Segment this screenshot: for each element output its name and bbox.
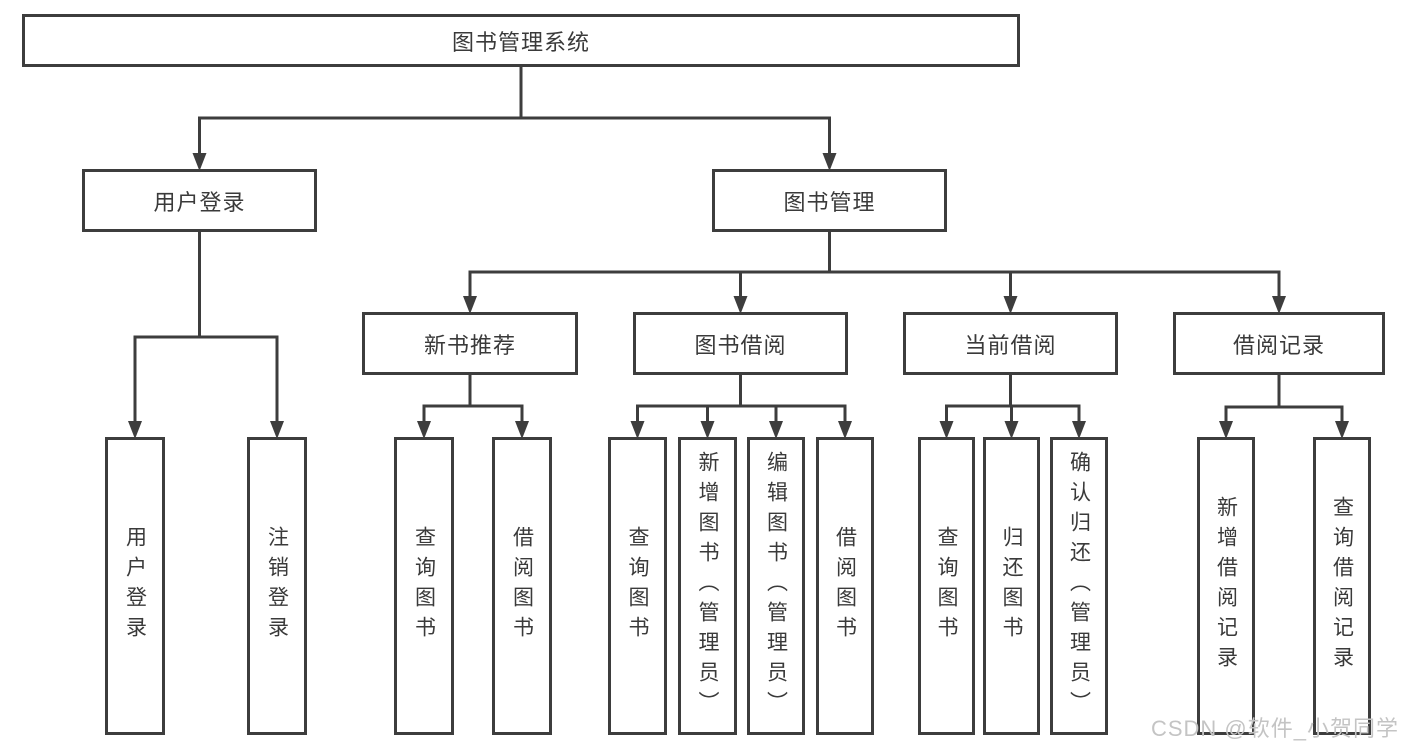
node-label: 图书借阅 xyxy=(694,332,787,358)
diagram-node-rec: 新书推荐 xyxy=(362,312,578,375)
diagram-node-leaf_logout: 注销登录 xyxy=(247,437,307,735)
node-label: 新书推荐 xyxy=(423,332,516,358)
node-label: 注销登录 xyxy=(265,526,289,646)
diagram-node-mgmt: 图书管理 xyxy=(712,169,947,232)
node-label: 借阅图书 xyxy=(833,526,857,646)
diagram-node-leaf_return_book: 归还图书 xyxy=(983,437,1040,735)
node-label: 用户登录 xyxy=(123,526,147,646)
diagram-node-current: 当前借阅 xyxy=(903,312,1118,375)
diagram-node-sys: 图书管理系统 xyxy=(22,14,1020,67)
node-label: 借阅图书 xyxy=(510,526,534,646)
node-label: 用户登录 xyxy=(153,189,246,215)
node-label: 新增借阅记录 xyxy=(1214,496,1238,676)
diagram-node-leaf_query_record: 查询借阅记录 xyxy=(1313,437,1371,735)
node-label: 编辑图书（管理员） xyxy=(764,451,788,721)
node-label: 查询借阅记录 xyxy=(1330,496,1354,676)
node-label: 查询图书 xyxy=(412,526,436,646)
node-label: 新增图书（管理员） xyxy=(696,451,719,721)
diagram-node-leaf_user_login: 用户登录 xyxy=(105,437,165,735)
diagram-node-leaf_edit_book: 编辑图书（管理员） xyxy=(747,437,805,735)
node-label: 图书管理 xyxy=(783,189,876,215)
node-label: 借阅记录 xyxy=(1232,332,1325,358)
diagram-node-leaf_borrow_new: 借阅图书 xyxy=(492,437,552,735)
diagram-node-leaf_confirm_ret: 确认归还（管理员） xyxy=(1050,437,1108,735)
diagram-node-leaf_query_new: 查询图书 xyxy=(394,437,454,735)
node-label: 查询图书 xyxy=(626,526,649,646)
node-label: 归还图书 xyxy=(1000,526,1023,646)
diagram-node-history: 借阅记录 xyxy=(1173,312,1385,375)
node-label: 查询图书 xyxy=(935,526,958,646)
diagram-node-leaf_add_record: 新增借阅记录 xyxy=(1197,437,1255,735)
node-label: 确认归还（管理员） xyxy=(1067,451,1091,721)
watermark: CSDN @软件_小贺同学 xyxy=(1150,716,1399,741)
diagram-node-leaf_query_current: 查询图书 xyxy=(918,437,975,735)
diagram-node-leaf_query_borrow: 查询图书 xyxy=(608,437,667,735)
node-label: 当前借阅 xyxy=(964,332,1057,358)
node-label: 图书管理系统 xyxy=(451,29,590,55)
diagram-node-leaf_borrow_book: 借阅图书 xyxy=(816,437,874,735)
diagram-node-login: 用户登录 xyxy=(82,169,317,232)
diagram-node-borrow: 图书借阅 xyxy=(633,312,848,375)
diagram-node-leaf_add_book: 新增图书（管理员） xyxy=(678,437,737,735)
